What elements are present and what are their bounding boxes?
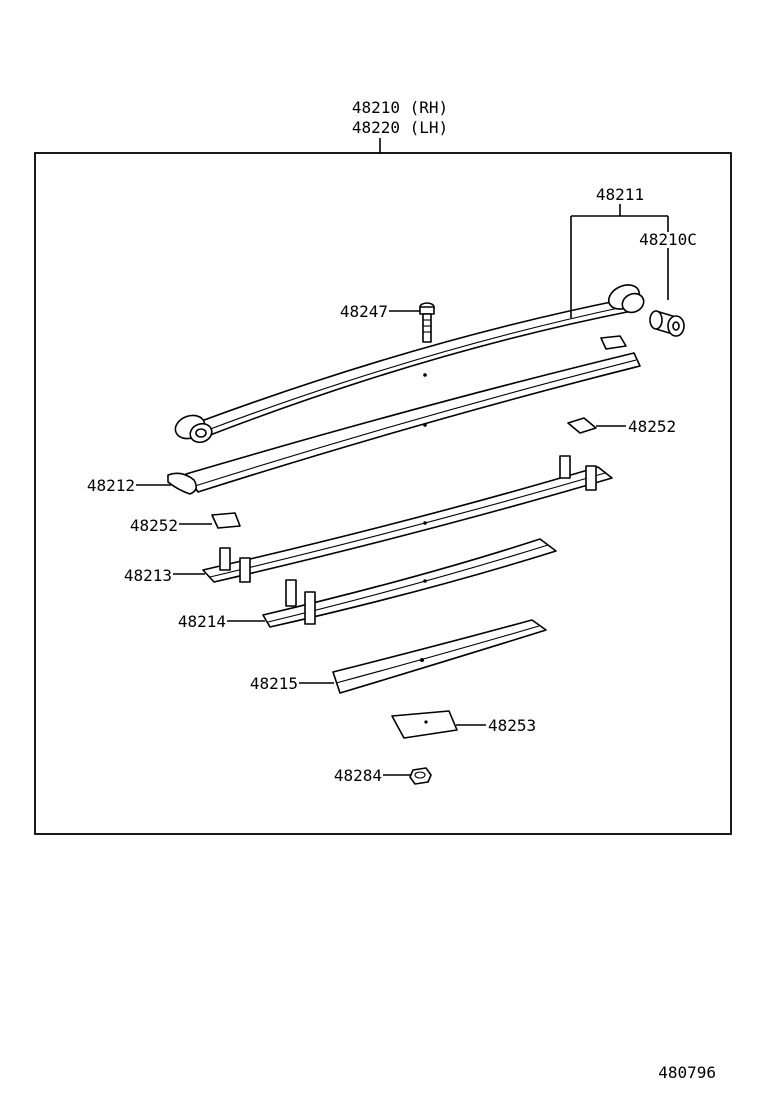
- leaf-48213: 48213: [124, 455, 613, 585]
- label-48284: 48284: [334, 766, 382, 785]
- label-48212: 48212: [87, 476, 135, 495]
- bushing-48210C: 48210C: [639, 230, 697, 337]
- center-bolt-48247: 48247: [340, 302, 435, 343]
- pad-48253: 48253: [391, 710, 536, 739]
- diagram-frame: [34, 152, 732, 835]
- label-48213: 48213: [124, 566, 172, 585]
- diagram-id: 480796: [658, 1063, 716, 1082]
- label-48252-left: 48252: [130, 516, 178, 535]
- spacer-48252-left: 48252: [130, 512, 241, 535]
- spacer-top: [600, 335, 627, 350]
- leader-48211: 48211: [570, 185, 669, 318]
- assembly-label-rh: 48210 (RH): [352, 98, 448, 117]
- assembly-label-lh: 48220 (LH): [352, 118, 448, 137]
- nut-48284: 48284: [334, 766, 432, 785]
- main-leaf-48211: [174, 284, 645, 444]
- leaf-48212: 48212: [87, 352, 641, 495]
- leaf-48215: 48215: [250, 619, 547, 694]
- label-48210C: 48210C: [639, 230, 697, 249]
- label-48253: 48253: [488, 716, 536, 735]
- label-48215: 48215: [250, 674, 298, 693]
- label-48214: 48214: [178, 612, 226, 631]
- leaf-48214: 48214: [178, 538, 557, 631]
- label-48252-right: 48252: [628, 417, 676, 436]
- spacer-48252-right: 48252: [567, 417, 676, 436]
- label-48211: 48211: [596, 185, 644, 204]
- label-48247: 48247: [340, 302, 388, 321]
